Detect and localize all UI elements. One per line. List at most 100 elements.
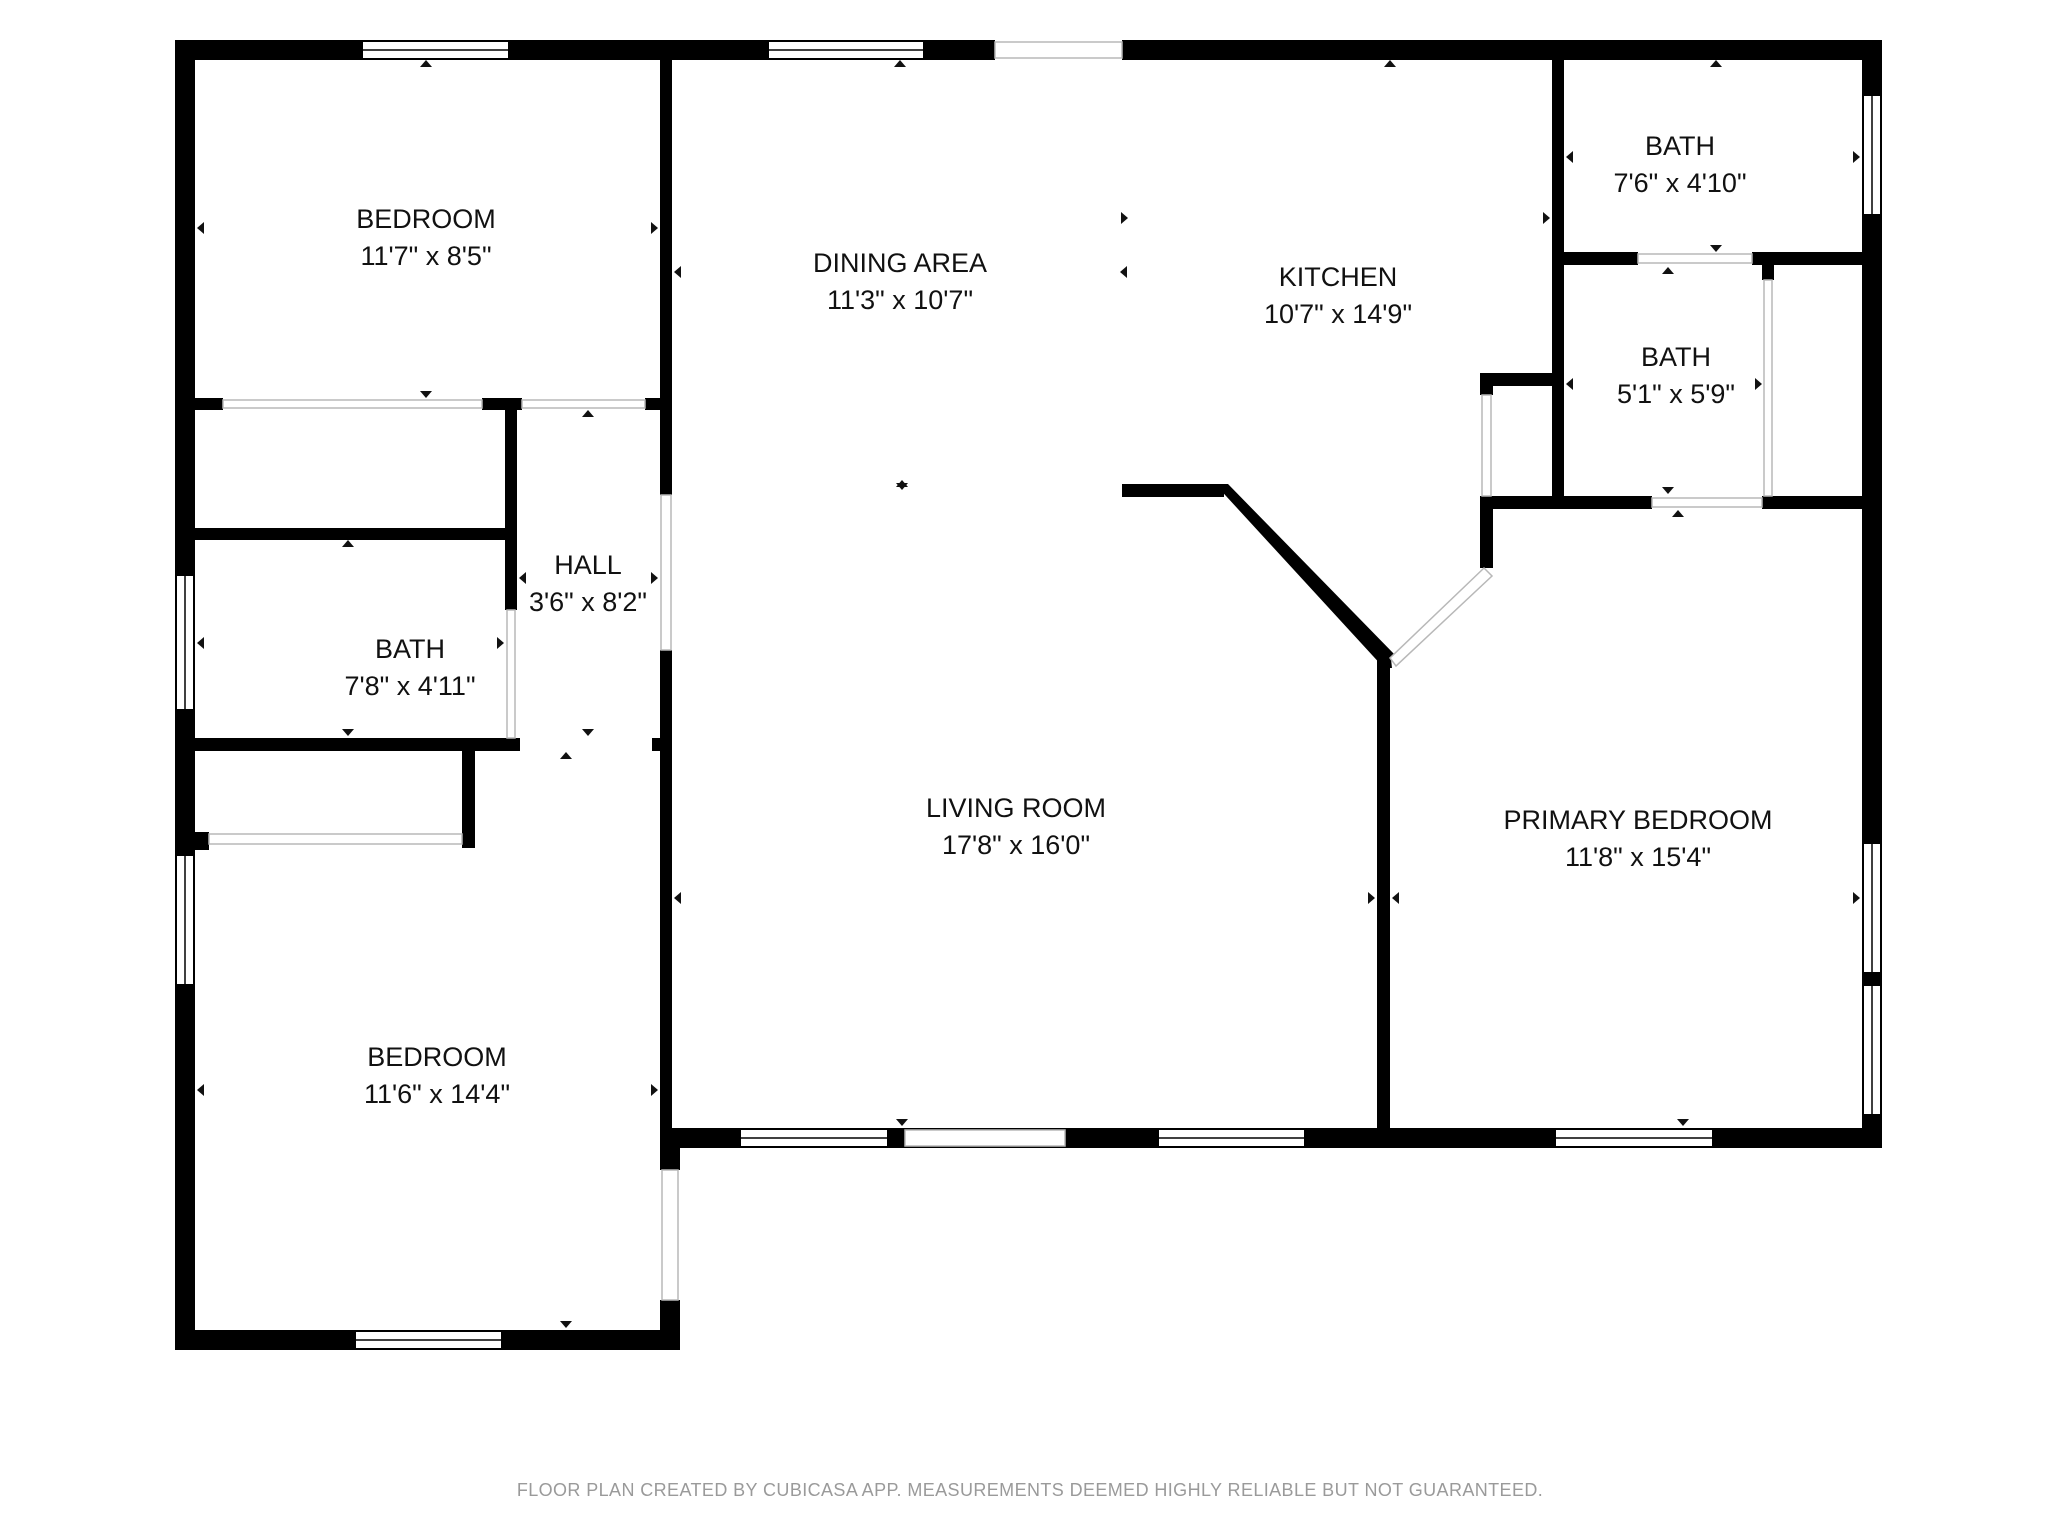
windows [175, 40, 1882, 1350]
wall-living-top-stub [1122, 484, 1224, 497]
marker-arrow [197, 222, 204, 234]
marker-arrow [197, 1084, 204, 1096]
room-name-kitchen: KITCHEN [1279, 262, 1398, 292]
room-dims-kitchen: 10'7" x 14'9" [1264, 299, 1412, 329]
marker-arrow [674, 892, 681, 904]
room-labels: BEDROOM 11'7" x 8'5" DINING AREA 11'3" x… [344, 131, 1772, 1109]
marker-arrow [1853, 151, 1860, 163]
room-name-bath-top-right: BATH [1645, 131, 1715, 161]
wall-interior-left-column-bottom [660, 650, 672, 1140]
room-name-living: LIVING ROOM [926, 793, 1106, 823]
wall-bedroom-top-bottom-left [195, 398, 223, 410]
marker-arrow [582, 729, 594, 736]
room-dims-bedroom-top: 11'7" x 8'5" [360, 241, 491, 271]
opening-hall-dining [660, 494, 672, 651]
marker-arrow [519, 572, 526, 584]
marker-arrow [651, 222, 658, 234]
marker-arrow [1710, 60, 1722, 67]
marker-arrow [1662, 487, 1674, 494]
marker-arrow [1392, 892, 1399, 904]
walls [175, 40, 1882, 1350]
wall-primary-top-right [1762, 496, 1867, 509]
marker-arrow [1677, 1119, 1689, 1126]
opening-bath-mid-right-bottom [1651, 497, 1763, 508]
marker-arrow [894, 60, 906, 67]
marker-arrow [1566, 378, 1573, 390]
opening-closet-top [222, 399, 483, 409]
marker-arrow [1120, 266, 1127, 278]
wall-diagonal [1215, 484, 1396, 668]
room-name-primary-bedroom: PRIMARY BEDROOM [1503, 805, 1772, 835]
room-name-bedroom-top: BEDROOM [356, 204, 496, 234]
opening-hall-top [521, 399, 646, 409]
room-name-bedroom-bottom: BEDROOM [367, 1042, 507, 1072]
opening-bath-left-door [506, 609, 516, 739]
marker-arrow [1566, 151, 1573, 163]
marker-arrow [896, 483, 908, 490]
wall-bedroom-top-bottom-hall [645, 398, 665, 410]
wall-living-primary-vertical [1377, 656, 1390, 1136]
room-dims-primary-bedroom: 11'8" x 15'4" [1565, 842, 1711, 872]
room-dims-bath-left: 7'8" x 4'11" [344, 671, 475, 701]
wall-closet-lower-left [195, 832, 209, 850]
marker-arrow [1755, 378, 1762, 390]
room-dims-bedroom-bottom: 11'6" x 14'4" [364, 1079, 510, 1109]
openings [208, 41, 1773, 1301]
room-name-bath-mid-right: BATH [1641, 342, 1711, 372]
marker-arrow [197, 637, 204, 649]
marker-arrow [651, 1084, 658, 1096]
marker-arrow [497, 637, 504, 649]
marker-arrow [582, 410, 594, 417]
marker-arrow [1121, 212, 1128, 224]
opening-bath-mid-right-top [1637, 253, 1753, 264]
room-dims-bath-mid-right: 5'1" x 5'9" [1617, 379, 1735, 409]
marker-arrow [1384, 60, 1396, 67]
marker-arrow [1662, 267, 1674, 274]
wall-hall-bottom-stub [652, 738, 672, 751]
marker-arrow [420, 60, 432, 67]
room-name-hall: HALL [554, 550, 622, 580]
wall-kitchen-bath-vertical [1552, 55, 1564, 502]
wall-closet-vertical [505, 398, 517, 610]
room-name-dining: DINING AREA [813, 248, 987, 278]
wall-kitchen-closet-left-lower [1480, 496, 1493, 568]
opening-kitchen-closet [1481, 394, 1492, 497]
marker-arrow [896, 1119, 908, 1126]
wall-bath-top-right-bottom-left [1552, 252, 1638, 265]
marker-arrow [420, 391, 432, 398]
room-dims-dining: 11'3" x 10'7" [827, 285, 973, 315]
wall-bath-mid-right-stub [1762, 252, 1774, 280]
marker-arrow [342, 729, 354, 736]
marker-arrow [651, 572, 658, 584]
wall-bath-top-right-bottom-right [1752, 252, 1867, 265]
marker-arrow [674, 266, 681, 278]
marker-arrow [560, 1321, 572, 1328]
wall-bath-left-bottom [195, 738, 520, 751]
marker-arrow [1368, 892, 1375, 904]
marker-arrow [342, 540, 354, 547]
wall-bath-left-top [195, 528, 517, 540]
dimension-markers [197, 60, 1860, 1328]
marker-arrow [560, 752, 572, 759]
wall-exterior-top-right [1122, 40, 1882, 60]
marker-arrow [1543, 212, 1550, 224]
footer-disclaimer: FLOOR PLAN CREATED BY CUBICASA APP. MEAS… [517, 1480, 1543, 1500]
room-dims-bath-top-right: 7'6" x 4'10" [1613, 168, 1746, 198]
wall-diagonal-stub [1377, 650, 1392, 668]
room-name-bath-left: BATH [375, 634, 445, 664]
opening-primary-diagonal [1389, 566, 1494, 668]
marker-arrow [1672, 510, 1684, 517]
room-dims-living: 17'8" x 16'0" [942, 830, 1090, 860]
wall-primary-top-left [1480, 496, 1652, 509]
opening-top-entry [994, 41, 1123, 59]
opening-bottom-entry [904, 1129, 1066, 1147]
marker-arrow [1710, 245, 1722, 252]
opening-step-door [661, 1169, 679, 1301]
marker-arrow [1853, 892, 1860, 904]
wall-interior-left-column-top [660, 55, 672, 495]
wall-closet-lower-vertical [462, 748, 475, 848]
opening-closet-lower [208, 833, 463, 845]
room-dims-hall: 3'6" x 8'2" [529, 587, 647, 617]
opening-bath-mid-right-side [1763, 279, 1773, 497]
